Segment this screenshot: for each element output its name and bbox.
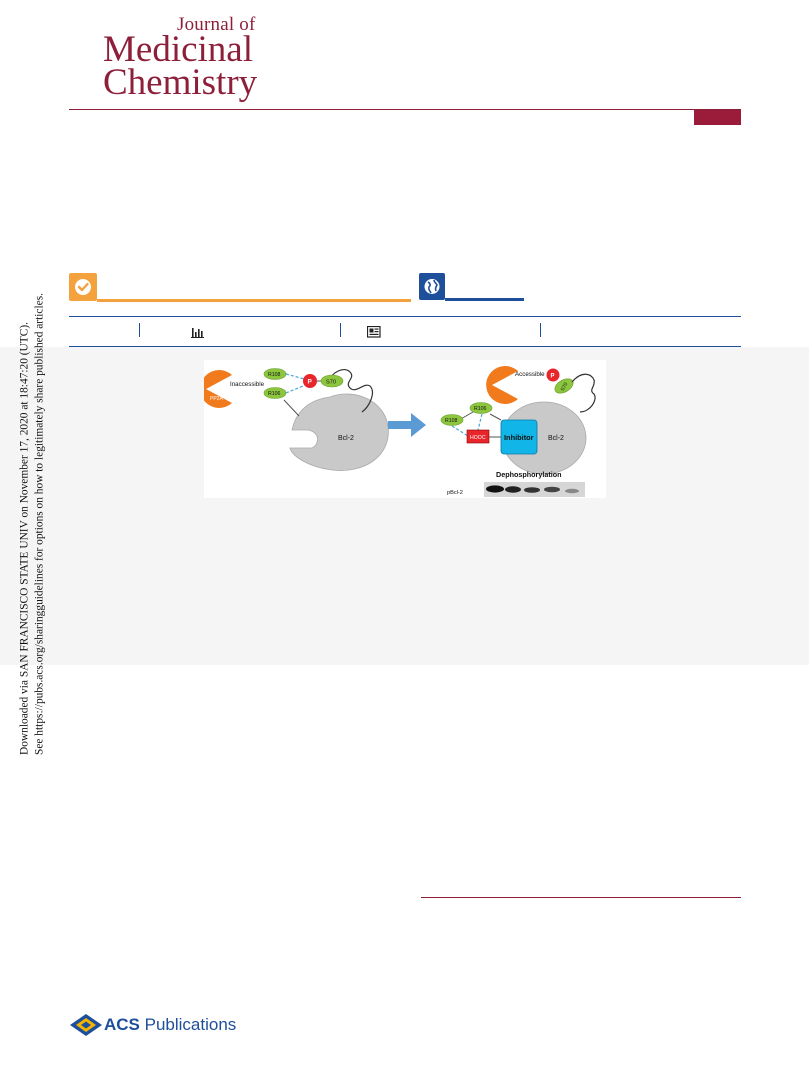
- residue-r108-right: [440, 414, 464, 426]
- open-access-badge[interactable]: [69, 273, 97, 301]
- metrics-bar-bottom-rule: [69, 346, 741, 347]
- globe-icon: [424, 279, 440, 294]
- check-icon: [75, 279, 91, 295]
- svg-text:P: P: [551, 374, 555, 380]
- svg-text:Inhibitor: Inhibitor: [504, 433, 534, 442]
- arrow-right-icon: [388, 413, 426, 437]
- download-notice-line2[interactable]: See https://pubs.acs.org/sharingguidelin…: [33, 293, 45, 755]
- article-icon[interactable]: [366, 325, 381, 343]
- svg-text:PP2A: PP2A: [496, 383, 509, 389]
- residue-s70-left: [320, 374, 344, 388]
- metrics-separator: [139, 323, 140, 337]
- bcl2-label-left: Bcl-2: [338, 435, 354, 442]
- phospho-group-left: [303, 374, 317, 388]
- svg-text:R108: R108: [445, 418, 458, 424]
- residue-r106-left: [263, 387, 287, 399]
- pp2a-label-left: PP2A: [210, 396, 223, 402]
- journal-title-line3: Chemistry: [103, 62, 258, 103]
- publisher-name[interactable]: ACS Publications: [104, 1015, 237, 1034]
- svg-text:R106: R106: [268, 391, 281, 397]
- pp2a-enzyme-left: [200, 370, 232, 408]
- metrics-separator: [540, 323, 541, 337]
- svg-text:P: P: [308, 379, 313, 386]
- bar-chart-icon[interactable]: [191, 325, 205, 343]
- download-notice-line1: Downloaded via SAN FRANCISCO STATE UNIV …: [18, 322, 31, 755]
- metrics-bar-top-rule: [69, 316, 741, 317]
- journal-title-line2: Medicinal: [103, 29, 254, 70]
- global-access-rule: [445, 298, 524, 301]
- pp2a-enzyme-right: [486, 366, 518, 404]
- bcl2-protein-left: [289, 393, 389, 471]
- toc-left-panel: PP2A Inaccessible Bcl-2 R108 R106 P S70: [200, 368, 389, 471]
- accessibility-label-left: Inaccessible: [230, 381, 265, 388]
- residue-r106-right: [469, 402, 493, 414]
- svg-text:S70: S70: [326, 380, 336, 386]
- global-access-badge[interactable]: [419, 273, 445, 300]
- header-tab: [694, 110, 741, 125]
- residue-r108-left: [263, 368, 287, 380]
- metrics-separator: [340, 323, 341, 337]
- bcl2-label-right: Bcl-2: [548, 435, 564, 442]
- svg-text:R108: R108: [268, 372, 281, 378]
- svg-text:R106: R106: [474, 406, 487, 412]
- svg-text:HOOC: HOOC: [470, 435, 486, 441]
- toc-graphic: PP2A Inaccessible Bcl-2 R108 R106 P S70: [200, 360, 606, 498]
- journal-title-line1: Journal of: [177, 14, 256, 35]
- phospho-group-right: [546, 368, 560, 382]
- open-access-rule: [97, 299, 411, 302]
- blot-label: pBcl-2: [447, 490, 463, 496]
- accessibility-label-right: Accessible: [515, 371, 545, 378]
- footnote-rule: [421, 897, 741, 898]
- download-notice: Downloaded via SAN FRANCISCO STATE UNIV …: [18, 293, 47, 755]
- toc-right-panel: PP2A Accessible P S70 Inhibitor Bcl-2 R1…: [440, 366, 596, 497]
- dephosphorylation-caption: Dephosphorylation: [496, 470, 562, 479]
- acs-hexagon-icon: [69, 1013, 103, 1042]
- header-rule: [69, 109, 741, 110]
- svg-text:S70: S70: [560, 381, 570, 392]
